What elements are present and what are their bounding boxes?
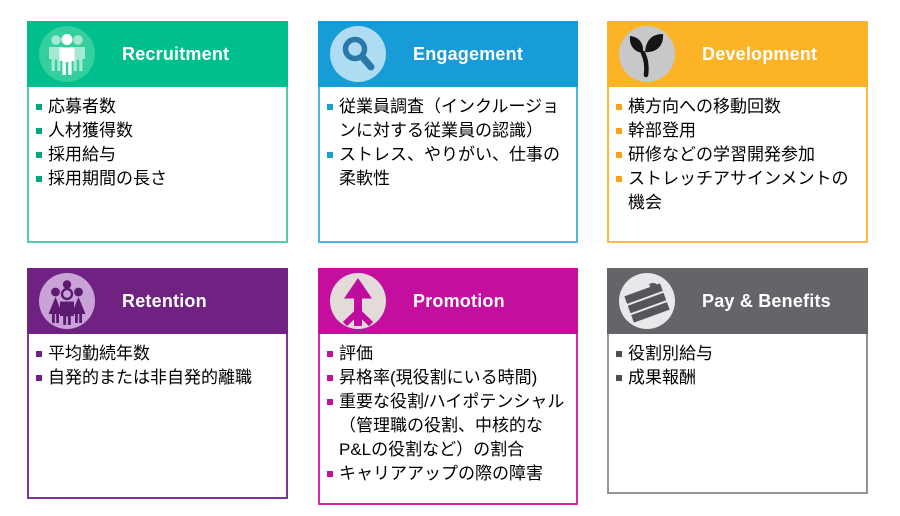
bullet-item: 横方向への移動回数 <box>615 95 864 119</box>
bullet-item: 人材獲得数 <box>35 119 284 143</box>
bullet-list: 役割別給与 成果報酬 <box>615 342 864 390</box>
bullet-item: 研修などの学習開発参加 <box>615 143 864 167</box>
card-engagement: Engagement 従業員調査（インクルージョンに対する従業員の認識） ストレ… <box>318 21 578 243</box>
arrow-up-icon <box>330 273 386 329</box>
bullet-list: 平均勤続年数 自発的または非自発的離職 <box>35 342 284 390</box>
card-title: Pay & Benefits <box>702 290 831 311</box>
card-pay-benefits-header: Pay & Benefits <box>607 268 868 334</box>
bullet-item: 平均勤続年数 <box>35 342 284 366</box>
bullet-marker <box>36 128 42 134</box>
bullet-text: 採用期間の長さ <box>48 169 167 188</box>
card-recruitment-header: Recruitment <box>27 21 288 87</box>
bullet-text: 評価 <box>339 344 373 363</box>
bullet-text: 採用給与 <box>48 145 116 164</box>
bullet-text: 重要な役割/ハイポテンシャル（管理職の役割、中核的なP&Lの役割など）の割合 <box>339 392 565 459</box>
family-group-icon <box>39 273 95 329</box>
bullet-list: 従業員調査（インクルージョンに対する従業員の認識） ストレス、やりがい、仕事の柔… <box>326 95 574 191</box>
bullet-marker <box>36 176 42 182</box>
bullet-item: 自発的または非自発的離職 <box>35 366 284 390</box>
card-engagement-body: 従業員調査（インクルージョンに対する従業員の認識） ストレス、やりがい、仕事の柔… <box>318 87 578 243</box>
bullet-marker <box>327 375 333 381</box>
bullet-marker <box>616 375 622 381</box>
bullet-marker <box>36 351 42 357</box>
bullet-item: 応募者数 <box>35 95 284 119</box>
bullet-text: 従業員調査（インクルージョンに対する従業員の認識） <box>339 97 560 140</box>
seedling-icon <box>619 26 675 82</box>
bullet-list: 評価 昇格率(現役割にいる時間) 重要な役割/ハイポテンシャル（管理職の役割、中… <box>326 342 574 486</box>
money-stack-icon <box>619 273 675 329</box>
bullet-text: キャリアアップの際の障害 <box>339 464 543 483</box>
people-group-icon <box>39 26 95 82</box>
magnifier-icon <box>330 26 386 82</box>
bullet-list: 横方向への移動回数 幹部登用 研修などの学習開発参加 ストレッチアサインメントの… <box>615 95 864 215</box>
bullet-text: 役割別給与 <box>628 344 713 363</box>
bullet-item: 役割別給与 <box>615 342 864 366</box>
bullet-item: キャリアアップの際の障害 <box>326 462 574 486</box>
bullet-text: 平均勤続年数 <box>48 344 150 363</box>
card-promotion-header: Promotion <box>318 268 578 334</box>
card-promotion-body: 評価 昇格率(現役割にいる時間) 重要な役割/ハイポテンシャル（管理職の役割、中… <box>318 334 578 505</box>
bullet-item: 従業員調査（インクルージョンに対する従業員の認識） <box>326 95 574 143</box>
card-promotion: Promotion 評価 昇格率(現役割にいる時間) 重要な役割/ハイポテンシャ… <box>318 268 578 505</box>
bullet-text: 応募者数 <box>48 97 116 116</box>
bullet-text: ストレス、やりがい、仕事の柔軟性 <box>339 145 560 188</box>
bullet-item: 幹部登用 <box>615 119 864 143</box>
bullet-item: 評価 <box>326 342 574 366</box>
bullet-item: 成果報酬 <box>615 366 864 390</box>
card-recruitment: Recruitment 応募者数 人材獲得数 採用給与 採用期間の長さ <box>27 21 288 243</box>
bullet-marker <box>36 375 42 381</box>
bullet-item: ストレス、やりがい、仕事の柔軟性 <box>326 143 574 191</box>
card-title: Recruitment <box>122 43 230 64</box>
bullet-text: 横方向への移動回数 <box>628 97 781 116</box>
bullet-marker <box>616 351 622 357</box>
bullet-text: 研修などの学習開発参加 <box>628 145 815 164</box>
bullet-list: 応募者数 人材獲得数 採用給与 採用期間の長さ <box>35 95 284 191</box>
card-title: Retention <box>122 290 207 311</box>
card-pay-benefits: Pay & Benefits 役割別給与 成果報酬 <box>607 268 868 494</box>
bullet-marker <box>327 351 333 357</box>
bullet-item: 採用給与 <box>35 143 284 167</box>
card-development: Development 横方向への移動回数 幹部登用 研修などの学習開発参加 ス… <box>607 21 868 243</box>
bullet-marker <box>327 399 333 405</box>
bullet-marker <box>616 128 622 134</box>
bullet-text: ストレッチアサインメントの機会 <box>628 169 849 212</box>
bullet-text: 人材獲得数 <box>48 121 133 140</box>
bullet-marker <box>616 176 622 182</box>
card-pay-benefits-body: 役割別給与 成果報酬 <box>607 334 868 494</box>
card-retention-header: Retention <box>27 268 288 334</box>
bullet-marker <box>36 104 42 110</box>
bullet-marker <box>36 152 42 158</box>
bullet-item: 昇格率(現役割にいる時間) <box>326 366 574 390</box>
bullet-text: 昇格率(現役割にいる時間) <box>339 368 538 387</box>
bullet-marker <box>616 104 622 110</box>
bullet-text: 成果報酬 <box>628 368 696 387</box>
bullet-marker <box>327 471 333 477</box>
card-recruitment-body: 応募者数 人材獲得数 採用給与 採用期間の長さ <box>27 87 288 243</box>
card-development-header: Development <box>607 21 868 87</box>
card-retention: Retention 平均勤続年数 自発的または非自発的離職 <box>27 268 288 499</box>
card-title: Promotion <box>413 290 505 311</box>
bullet-text: 幹部登用 <box>628 121 696 140</box>
card-title: Engagement <box>413 43 524 64</box>
bullet-marker <box>327 104 333 110</box>
bullet-marker <box>327 152 333 158</box>
bullet-item: ストレッチアサインメントの機会 <box>615 167 864 215</box>
bullet-item: 重要な役割/ハイポテンシャル（管理職の役割、中核的なP&Lの役割など）の割合 <box>326 390 574 462</box>
bullet-marker <box>616 152 622 158</box>
bullet-text: 自発的または非自発的離職 <box>48 368 252 387</box>
card-engagement-header: Engagement <box>318 21 578 87</box>
card-retention-body: 平均勤続年数 自発的または非自発的離職 <box>27 334 288 499</box>
bullet-item: 採用期間の長さ <box>35 167 284 191</box>
card-development-body: 横方向への移動回数 幹部登用 研修などの学習開発参加 ストレッチアサインメントの… <box>607 87 868 243</box>
card-title: Development <box>702 43 818 64</box>
